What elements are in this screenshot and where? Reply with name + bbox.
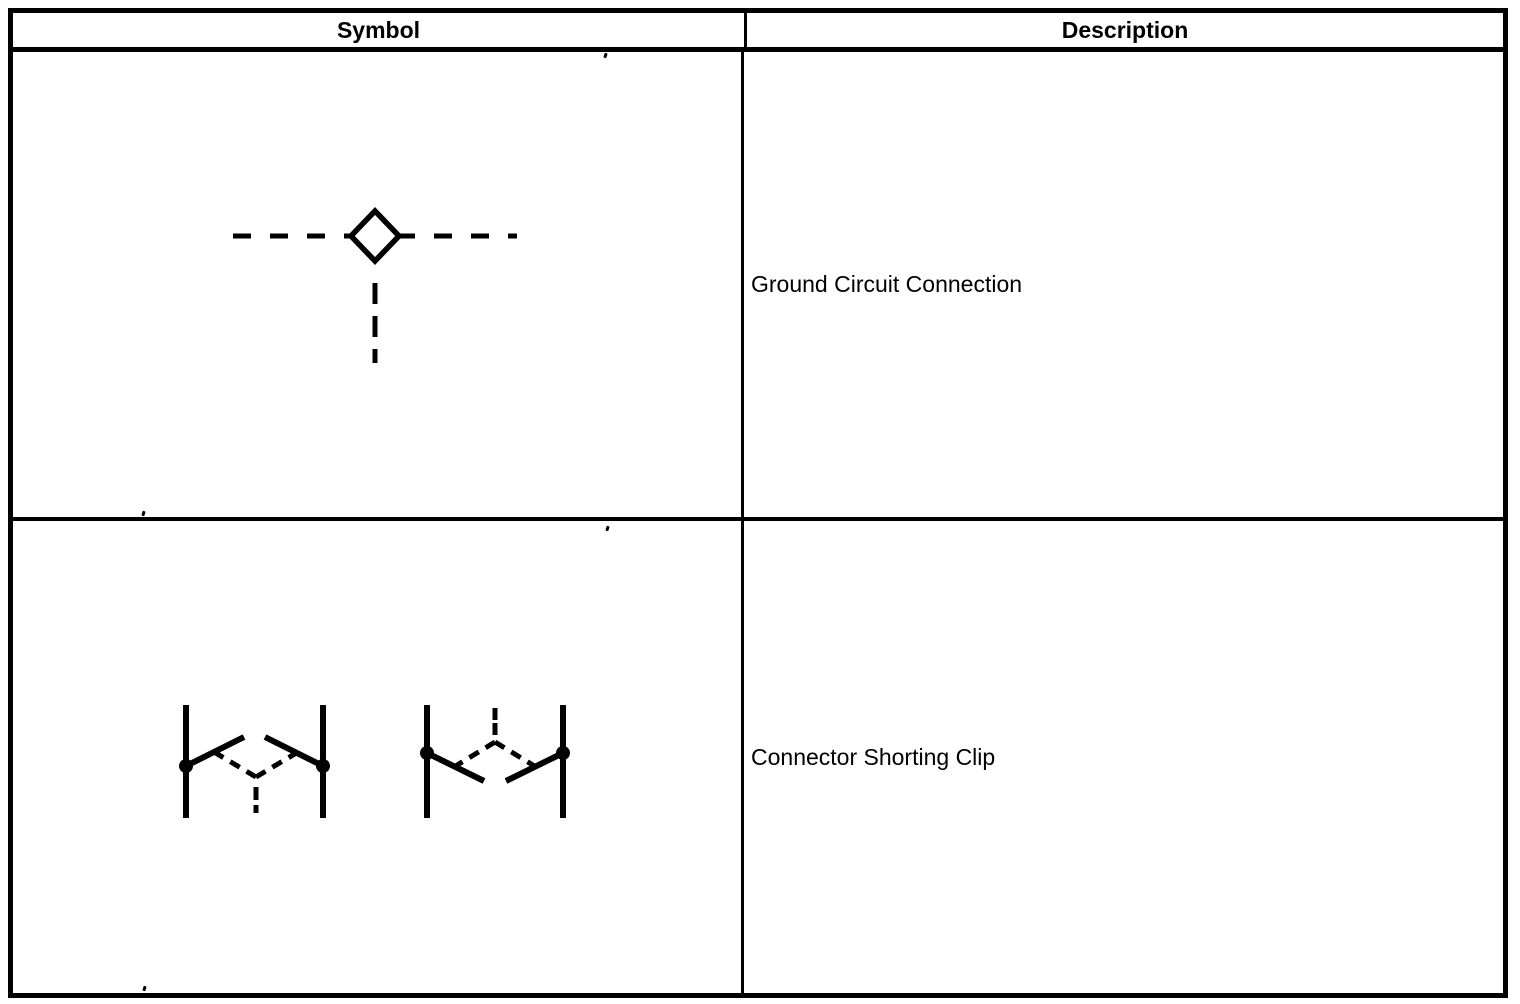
table-row-connector-shorting-clip: Connector Shorting Clip bbox=[13, 521, 1503, 993]
symbol-legend-table: Symbol Description G bbox=[8, 8, 1508, 998]
clip-arm-dashed bbox=[447, 739, 497, 773]
description-cell-ground-circuit-connection: Ground Circuit Connection bbox=[744, 52, 1503, 517]
clip-arm-dashed bbox=[207, 746, 258, 780]
ground-circuit-connection-symbol bbox=[233, 207, 517, 363]
symbol-cell-ground-circuit-connection bbox=[13, 52, 744, 517]
shorting-clip-variant-right bbox=[420, 705, 570, 818]
table-row-ground-circuit-connection: Ground Circuit Connection bbox=[13, 52, 1503, 521]
diamond-junction bbox=[347, 207, 403, 265]
column-header-symbol: Symbol bbox=[13, 13, 747, 47]
clip-arm-dashed bbox=[254, 746, 305, 780]
column-header-symbol-label: Symbol bbox=[336, 16, 421, 43]
table-header-row: Symbol Description bbox=[13, 13, 1503, 52]
description-text: Connector Shorting Clip bbox=[751, 743, 996, 770]
connector-shorting-clip-symbol bbox=[179, 705, 570, 818]
column-header-description-label: Description bbox=[1061, 16, 1189, 43]
column-header-description: Description bbox=[747, 13, 1503, 47]
symbol-cell-connector-shorting-clip bbox=[13, 521, 744, 993]
clip-arm-dashed bbox=[493, 739, 543, 773]
shorting-clip-variant-left bbox=[179, 705, 330, 818]
description-cell-connector-shorting-clip: Connector Shorting Clip bbox=[744, 521, 1503, 993]
description-text: Ground Circuit Connection bbox=[751, 271, 1023, 297]
